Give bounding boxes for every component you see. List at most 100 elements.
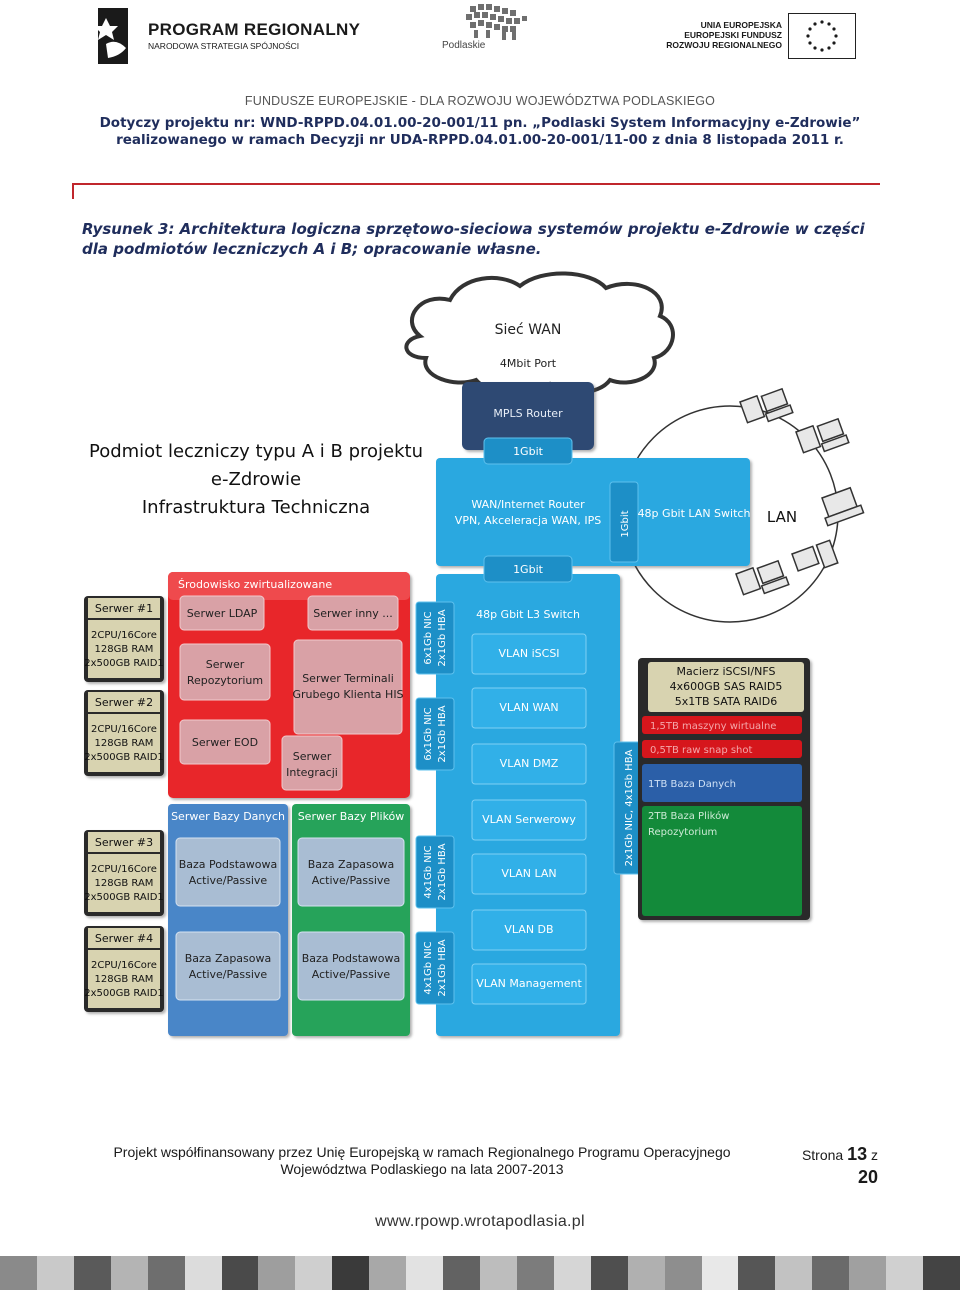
storage-db-box	[642, 764, 802, 802]
vlan-management: VLAN Management	[476, 977, 582, 990]
vlan-dmz-box	[471, 743, 587, 785]
eod-label: Serwer EOD	[192, 736, 258, 749]
nic-1b: 2x1Gb HBA	[437, 609, 448, 666]
page-current: 13	[847, 1144, 868, 1164]
diagram-heading-2: e-Zdrowie	[211, 469, 301, 490]
storage-vm-label: 1,5TB maszyny wirtualne	[650, 721, 776, 732]
program-subtitle: NARODOWA STRATEGIA SPÓJNOŚCI	[148, 41, 300, 51]
funds-line: FUNDUSZE EUROPEJSKIE - DLA ROZWOJU WOJEW…	[244, 94, 716, 108]
file-box-2-line-2: Active/Passive	[312, 968, 391, 981]
header-divider-tick	[72, 183, 74, 199]
vlan-server-box	[471, 799, 587, 841]
vlan-server: VLAN Serwerowy	[482, 813, 576, 826]
virt-env-label: Środowisko zwirtualizowane	[178, 578, 332, 591]
gbit-vertical-label: 1Gbit	[620, 510, 631, 537]
gbit-top-port	[483, 437, 573, 465]
eu-line-2: EUROPEJSKI FUNDUSZ	[684, 30, 782, 40]
mpls-router	[462, 382, 594, 450]
podlaskie-logo: Podlaskie	[440, 2, 550, 54]
wan-title: Sieć WAN	[495, 322, 562, 338]
server-3-spec-2: 128GB RAM	[95, 878, 154, 889]
db-box-1-line-2: Active/Passive	[189, 874, 268, 887]
storage-snap-label: 0,5TB raw snap shot	[650, 745, 753, 756]
server-2-name: Serwer #2	[95, 696, 153, 709]
page-number: Strona 13 z 20	[770, 1143, 878, 1189]
terminal-label-2: Grubego Klienta HIS	[292, 688, 403, 701]
storage-array: Macierz iSCSI/NFS 4x600GB SAS RAID5 5x1T…	[638, 658, 810, 920]
storage-files-label-2: Repozytorium	[648, 827, 717, 838]
footer-line-1: Projekt współfinansowany przez Unię Euro…	[113, 1144, 731, 1160]
physical-servers: Serwer #1 2CPU/16Core 128GB RAM 2x500GB …	[84, 596, 164, 1012]
podlaskie-bison-icon	[466, 4, 527, 40]
file-box-1-line-1: Baza Zapasowa	[308, 858, 395, 871]
repo-box	[179, 643, 271, 701]
gbit-mid-port	[483, 555, 573, 583]
server-1-name: Serwer #1	[95, 602, 153, 615]
wan-cloud: Sieć WAN 4Mbit Port	[404, 271, 675, 396]
gbit-top-label: 1Gbit	[513, 445, 544, 458]
gbit-mid-label: 1Gbit	[513, 563, 544, 576]
vlan-iscsi: VLAN iSCSI	[498, 647, 559, 660]
nic-3b: 2x1Gb HBA	[437, 843, 448, 900]
server-2-spec-3: 2x500GB RAID1	[84, 752, 164, 763]
vlan-lan-box	[471, 853, 587, 895]
db-box-2-line-1: Baza Zapasowa	[185, 952, 272, 965]
lan-switch-label: 48p Gbit LAN Switch	[638, 507, 751, 520]
database-server-group: Serwer Bazy Danych Baza Podstawowa Activ…	[168, 804, 288, 1036]
db-group-label: Serwer Bazy Danych	[171, 810, 285, 823]
vlan-lan: VLAN LAN	[501, 867, 556, 880]
storage-nic-label: 2x1Gb NIC, 4x1Gb HBA	[624, 749, 635, 866]
ldap-label: Serwer LDAP	[187, 607, 258, 620]
terminal-label-1: Serwer Terminali	[302, 672, 394, 685]
storage-db-label: 1TB Baza Danych	[648, 779, 736, 790]
storage-files-label-1: 2TB Baza Plików	[648, 810, 729, 822]
server-3-spec-1: 2CPU/16Core	[91, 864, 157, 875]
db-box-2-line-2: Active/Passive	[189, 968, 268, 981]
program-regionalny-logo: PROGRAM REGIONALNY NARODOWA STRATEGIA SP…	[92, 8, 360, 64]
file-group-label: Serwer Bazy Plików	[298, 810, 405, 823]
footer-line-2: Województwa Podlaskiego na lata 2007-201…	[280, 1161, 564, 1177]
vlan-db: VLAN DB	[504, 923, 553, 936]
storage-title-3: 5x1TB SATA RAID6	[675, 695, 777, 708]
vlan-wan-box	[471, 687, 587, 729]
nic-3a: 4x1Gb NIC	[423, 845, 434, 898]
eu-fund-text: UNIA EUROPEJSKA EUROPEJSKI FUNDUSZ ROZWO…	[662, 20, 782, 50]
db-box-1	[175, 837, 281, 907]
file-box-2	[297, 931, 405, 1001]
diagram-heading-1: Podmiot leczniczy typu A i B projektu	[89, 441, 423, 462]
server-2-spec-2: 128GB RAM	[95, 738, 154, 749]
file-box-1-line-2: Active/Passive	[312, 874, 391, 887]
gbit-vertical-port	[609, 481, 639, 563]
server-2-spec-1: 2CPU/16Core	[91, 724, 157, 735]
podlaskie-label: Podlaskie	[442, 40, 486, 51]
integration-label-2: Integracji	[286, 766, 338, 779]
other-server-box	[307, 595, 399, 631]
storage-title-2: 4x600GB SAS RAID5	[670, 680, 783, 693]
server-1-spec-2: 128GB RAM	[95, 644, 154, 655]
vlan-dmz: VLAN DMZ	[500, 757, 559, 770]
page-prefix: Strona	[801, 1147, 844, 1163]
l3-switch-label: 48p Gbit L3 Switch	[476, 608, 580, 621]
footer-cofinancing: Projekt współfinansowany przez Unię Euro…	[82, 1144, 762, 1178]
page-total: 20	[857, 1167, 878, 1187]
lan-label: LAN	[767, 508, 797, 526]
figure-caption: Rysunek 3: Architektura logiczna sprzęto…	[82, 220, 865, 258]
nic-2a: 6x1Gb NIC	[423, 707, 434, 760]
wan-port: 4Mbit Port	[500, 357, 557, 370]
footer-url[interactable]: www.rpowp.wrotapodlasia.pl	[375, 1213, 585, 1230]
virtualized-environment: Środowisko zwirtualizowane Serwer LDAP S…	[168, 572, 410, 798]
server-4-name: Serwer #4	[95, 932, 153, 945]
server-4-spec-3: 2x500GB RAID1	[84, 988, 164, 999]
vlan-iscsi-box	[471, 633, 587, 675]
vlan-list: VLAN iSCSI VLAN WAN VLAN DMZ VLAN Serwer…	[471, 633, 587, 1005]
server-4-spec-2: 128GB RAM	[95, 974, 154, 985]
server-3-name: Serwer #3	[95, 836, 153, 849]
vlan-management-box	[471, 963, 587, 1005]
router-block	[436, 458, 750, 566]
integration-label-1: Serwer	[293, 750, 332, 763]
other-server-label: Serwer inny ...	[313, 607, 393, 620]
storage-title-1: Macierz iSCSI/NFS	[677, 665, 776, 678]
eu-flag-icon	[788, 13, 856, 59]
nic-4b: 2x1Gb HBA	[437, 939, 448, 996]
eu-line-1: UNIA EUROPEJSKA	[700, 20, 782, 30]
